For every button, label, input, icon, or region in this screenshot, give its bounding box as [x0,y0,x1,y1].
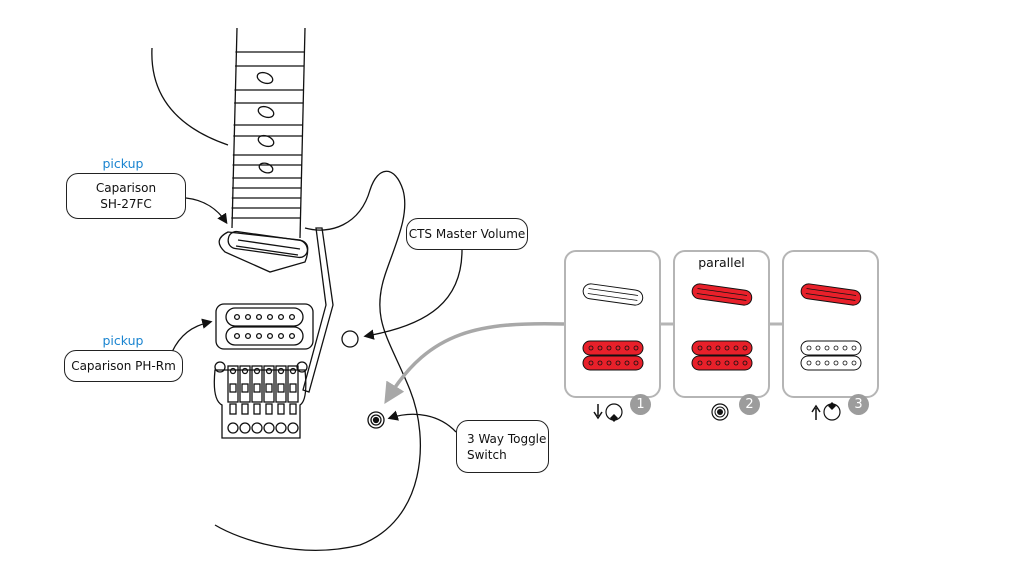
neck-pickup-active-icon [691,283,753,306]
neck-pickup-inactive-icon [582,283,644,306]
volume-label: CTS Master Volume [406,218,528,250]
bridge-pickup-category: pickup [102,333,144,348]
toggle-label-line1: 3 Way Toggle [467,431,547,446]
neck-pickup-label: Caparison SH-27FC [66,173,186,219]
bridge-pickup-inactive-icon [800,340,862,371]
bridge-pickup-drawing [215,303,314,350]
position-connector-arrow [384,321,565,404]
switch-position-card-3 [782,250,879,398]
switch-position-card-1 [564,250,661,398]
bridge-pickup-name: Caparison PH-Rm [71,359,176,373]
position-number-badge: 3 [848,394,869,415]
volume-label-text: CTS Master Volume [408,227,526,241]
bridge-pickup-label: Caparison PH-Rm [64,350,183,382]
neck-pickup-category: pickup [102,156,144,171]
pickup-state-icons [582,283,644,371]
body-outline-right [214,170,422,551]
toggle-label-line2: Switch [467,447,507,462]
toggle-middle-icon [711,403,729,421]
toggle-up-icon [811,402,841,421]
tremolo-arm [302,227,334,393]
tremolo-bridge [213,361,308,439]
volume-knob [341,330,359,348]
bridge-pickup-active-icon [582,340,644,371]
neck-pickup-name-line1: Caparison [95,181,157,195]
neck [231,27,306,239]
toggle-down-icon [593,403,623,422]
position-number-badge: 2 [739,394,760,415]
position-number-badge: 1 [630,394,651,415]
neck-pickup-drawing [218,230,309,273]
bridge-pickup-active-icon [691,340,753,371]
position-caption: parallel [698,255,745,270]
toggle-switch [367,411,385,429]
neck-pickup-active-icon [800,283,862,306]
toggle-label: 3 Way Toggle Switch [456,420,549,473]
neck-pickup-name-line2: SH-27FC [100,197,152,211]
body-outline-left-horn [151,47,229,146]
switch-position-card-2: parallel [673,250,770,398]
pickup-state-icons [800,283,862,371]
pickup-state-icons [691,283,753,371]
